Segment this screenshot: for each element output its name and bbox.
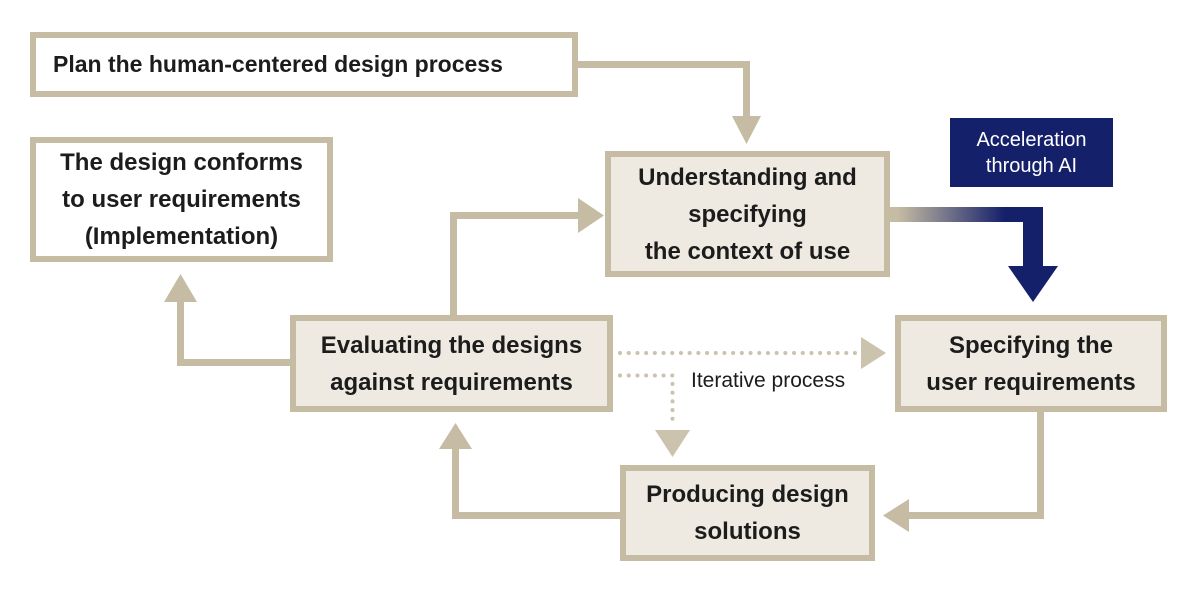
box-producing-solutions-label: Producing design solutions (646, 481, 849, 545)
box-plan-process-label: Plan the human-centered design process (53, 51, 503, 77)
box-understanding-context: Understanding and specifying the context… (605, 151, 890, 277)
box-producing-solutions: Producing design solutions (620, 465, 875, 561)
arrow-plan-to-understanding-head (732, 116, 761, 144)
arrow-plan-to-understanding-line (578, 61, 750, 118)
iterative-process-label: Iterative process (691, 369, 846, 392)
arrow-evaluating-to-conforms-head (164, 274, 197, 302)
arrow-ai-gradient-bar (890, 207, 1043, 222)
box-specifying-requirements: Specifying the user requirements (895, 315, 1167, 412)
arrow-evaluating-to-understanding-line (450, 212, 579, 315)
arrow-ai-vertical-bar (1023, 207, 1043, 268)
dotted-evaluating-to-producing-line (618, 373, 675, 428)
arrow-producing-to-evaluating-line (452, 448, 620, 519)
arrow-evaluating-to-understanding-head (578, 198, 604, 233)
arrow-ai-head (1008, 266, 1058, 302)
arrow-evaluating-to-conforms-line (177, 301, 290, 366)
arrow-producing-to-evaluating-head (439, 423, 472, 449)
box-plan-process: Plan the human-centered design process (30, 32, 578, 97)
box-evaluating-designs: Evaluating the designs against requireme… (290, 315, 613, 412)
box-specifying-requirements-label: Specifying the user requirements (926, 331, 1136, 396)
box-evaluating-designs-label: Evaluating the designs against requireme… (320, 331, 583, 396)
arrow-specifying-to-producing-line (909, 412, 1044, 519)
box-design-conforms-label: The design conforms to user requirements… (60, 149, 303, 250)
dotted-evaluating-to-producing-head (655, 430, 690, 457)
box-acceleration-through-ai-label: Acceleration through AI (976, 128, 1087, 177)
box-design-conforms: The design conforms to user requirements… (30, 137, 333, 262)
arrow-specifying-to-producing-head (883, 499, 909, 532)
box-acceleration-through-ai: Acceleration through AI (950, 118, 1113, 187)
dotted-evaluating-to-specifying-head (861, 337, 886, 369)
box-understanding-context-label: Understanding and specifying the context… (638, 163, 857, 265)
